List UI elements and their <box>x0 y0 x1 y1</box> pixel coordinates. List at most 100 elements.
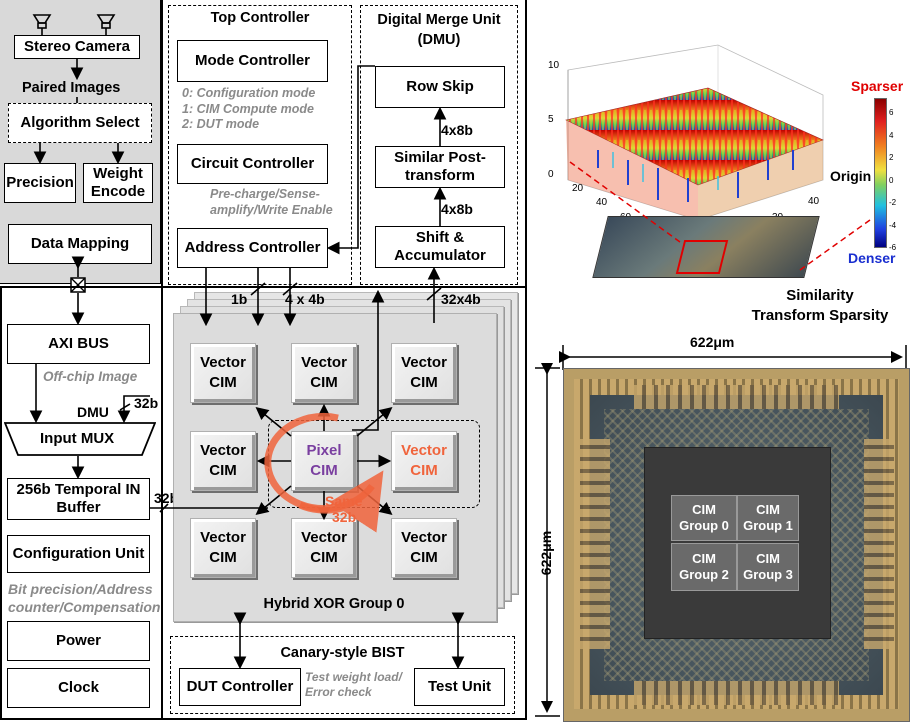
cim-group-line: CIM <box>692 502 716 518</box>
colorbar-ticks: 6 4 2 0 -2 -4 -6 <box>889 102 896 260</box>
wiring-overlay <box>29 28 465 670</box>
dut-controller-box: DUT Controller <box>179 668 301 706</box>
colorbar <box>874 98 887 248</box>
cim-group-line: Group 1 <box>743 518 793 533</box>
z-tick: 5 <box>548 113 554 125</box>
test-unit-box: Test Unit <box>414 668 505 706</box>
top-controller-title: Top Controller <box>210 10 310 26</box>
address-controller-box: Address Controller <box>177 228 328 268</box>
cim-group-2: CIM Group 2 <box>671 543 737 591</box>
config-note-line: Bit precision/Address <box>8 581 153 597</box>
clock-box: Clock <box>7 668 150 708</box>
sparsity-caption-line: Transform Sparsity <box>751 307 889 325</box>
input-mux-shape <box>4 422 156 456</box>
connector-icon <box>70 277 86 293</box>
configuration-unit-box: Configuration Unit <box>7 535 150 573</box>
z-tick: 10 <box>548 60 560 71</box>
cim-group-line: CIM <box>692 551 716 567</box>
xor-group-label: Hybrid XOR Group 0 <box>263 596 405 612</box>
temporal-buffer-line: 256b Temporal IN <box>16 481 141 498</box>
die-width-label: 622μm <box>690 334 735 350</box>
bist-note: Test weight load/ Error check <box>305 670 402 700</box>
temporal-buffer-line: Buffer <box>56 499 101 516</box>
cim-group-line: CIM <box>756 551 780 567</box>
mode-item: 1: CIM Compute mode <box>182 101 314 116</box>
dmu-title-line: (DMU) <box>417 32 461 49</box>
cim-group-line: Group 2 <box>679 567 729 582</box>
power-box: Power <box>7 621 150 661</box>
y-tick: 20 <box>572 183 584 194</box>
width-4x8b-label: 4x8b <box>441 122 473 138</box>
weight-encode-line: Encode <box>90 183 146 200</box>
cim-group-1: CIM Group 1 <box>737 495 799 541</box>
circuit-note-line: amplify/Write Enable <box>210 202 333 217</box>
similar-post-line: Similar Post- <box>394 149 486 166</box>
paired-images-label: Paired Images <box>22 80 121 96</box>
bus-width-label: 32x4b <box>441 291 481 307</box>
mode-controller-box: Mode Controller <box>177 40 328 82</box>
die-io-block <box>634 681 839 705</box>
dmu-title-line: Digital Merge Unit <box>377 12 501 28</box>
shift-acc-line: Shift & <box>415 229 465 246</box>
width-32b-label: 32b <box>154 490 179 506</box>
colorbar-tick: -2 <box>889 198 897 207</box>
colorbar-tick: -6 <box>889 243 897 252</box>
colorbar-bottom-label: Denser <box>848 250 896 266</box>
bist-note-line: Error check <box>305 685 372 699</box>
weight-encode-box: Weight Encode <box>83 163 153 203</box>
projection-lines <box>569 161 871 271</box>
width-32b-label: 32b <box>134 395 159 411</box>
algorithm-select-box: Algorithm Select <box>8 103 152 143</box>
x-tick: 40 <box>808 196 820 207</box>
bist-note-line: Test weight load/ <box>305 670 402 684</box>
colorbar-tick: 6 <box>889 108 894 117</box>
dmu-input-label: DMU <box>77 404 109 420</box>
dmu-region <box>360 5 518 285</box>
die-io-block <box>864 439 894 649</box>
bist-title: Canary-style BIST <box>280 645 405 661</box>
y-tick: 40 <box>596 197 608 208</box>
cim-group-3: CIM Group 3 <box>737 543 799 591</box>
die-io-block <box>634 385 839 409</box>
axi-bus-box: AXI BUS <box>7 324 150 364</box>
bus-width-label: 4 x 4b <box>285 291 325 307</box>
width-4x8b-label: 4x8b <box>441 201 473 217</box>
colorbar-tick: 2 <box>889 153 894 162</box>
circuit-note-line: Pre-charge/Sense- <box>210 187 320 201</box>
sparsity-plot-svg <box>565 44 824 221</box>
cim-group-line: Group 0 <box>679 518 729 533</box>
sparsity-plot <box>538 40 838 270</box>
shift-accumulator-box: Shift & Accumulator <box>375 226 505 268</box>
circuit-note: Pre-charge/Sense- amplify/Write Enable <box>210 187 333 218</box>
colorbar-tick: -4 <box>889 220 897 230</box>
mode-item: 2: DUT mode <box>182 117 260 132</box>
temporal-buffer-box: 256b Temporal IN Buffer <box>7 478 150 520</box>
die-dimension-lines <box>535 345 907 717</box>
sparsity-caption-line: Similarity <box>786 287 854 304</box>
similar-post-transform-box: Similar Post- transform <box>375 146 505 188</box>
mode-list: 0: Configuration mode 1: CIM Compute mod… <box>182 86 315 133</box>
colorbar-top-label: Sparser <box>851 78 904 94</box>
dmu-title: Digital Merge Unit (DMU) <box>360 10 518 51</box>
stereo-camera-box: Stereo Camera <box>14 35 140 59</box>
die-height-label: 622μm <box>538 530 554 576</box>
sparsity-caption: Similarity Transform Sparsity <box>735 286 905 327</box>
cim-group-line: Group 3 <box>743 567 793 582</box>
colorbar-mid-label: Origin <box>830 168 872 184</box>
cim-group-line: CIM <box>756 502 780 518</box>
precision-box: Precision <box>4 163 76 203</box>
cim-group-0: CIM Group 0 <box>671 495 737 541</box>
colorbar-tick: 4 <box>889 130 894 140</box>
chip-outline-top <box>161 0 527 720</box>
input-mux-label: Input MUX <box>40 430 115 447</box>
z-tick-labels: 10 5 0 <box>548 60 559 181</box>
die-io-block <box>580 439 610 649</box>
z-tick: 0 <box>548 169 554 180</box>
weight-encode-line: Weight <box>93 165 143 182</box>
